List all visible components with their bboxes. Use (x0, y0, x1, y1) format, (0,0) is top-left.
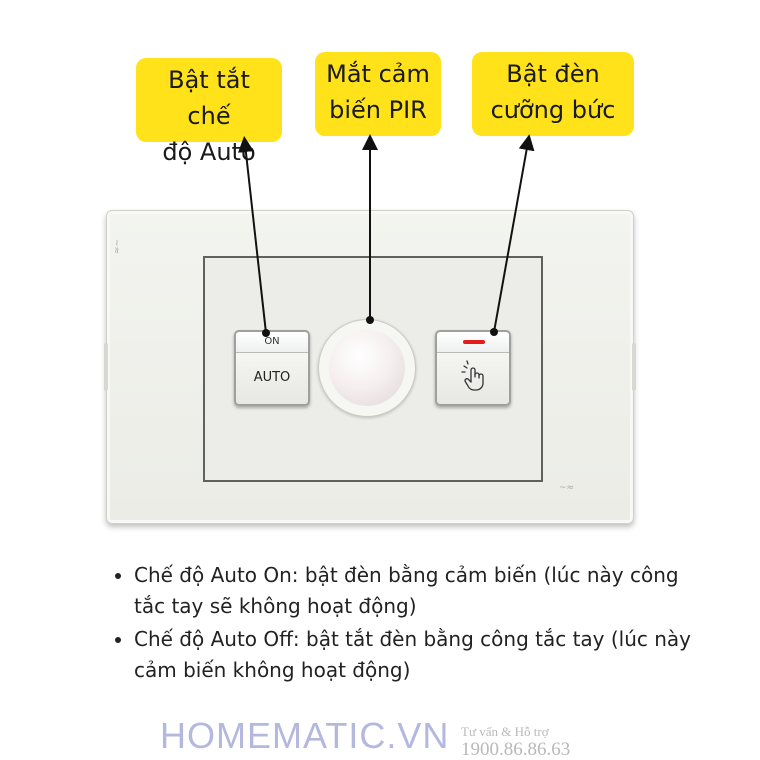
auto-mode-button[interactable]: ON AUTO (234, 330, 310, 406)
hotline-number: 1900.86.86.63 (461, 739, 571, 760)
mode-notes: Chế độ Auto On: bật đèn bằng cảm biến (l… (110, 560, 694, 688)
callout-pir-sensor: Mắt cảm biến PIR (315, 52, 441, 136)
hand-touch-icon (461, 360, 484, 391)
brand-mark-icon: ~≈ (111, 239, 121, 255)
plate-clip-right (632, 343, 636, 391)
red-led-indicator (463, 340, 485, 344)
plate-clip-left (104, 343, 108, 391)
callout-forced-on: Bật đèn cưỡng bức (472, 52, 634, 136)
pir-dome (329, 330, 405, 406)
on-indicator-strip: ON (236, 332, 308, 353)
note-auto-off: Chế độ Auto Off: bật tắt đèn bằng công t… (134, 624, 694, 686)
pir-sensor (318, 319, 416, 417)
callout-auto-mode: Bật tắt chế độ Auto (136, 58, 282, 166)
switch-plate: ~≈ ~≈ ON AUTO (104, 210, 636, 524)
support-tagline: Tư vấn & Hỗ trợ (461, 724, 549, 739)
contact-info: Tư vấn & Hỗ trợ 1900.86.86.63 (461, 724, 570, 760)
inner-frame: ON AUTO (203, 256, 543, 482)
on-label: ON (264, 336, 280, 347)
brand-mark-icon: ~≈ (559, 483, 575, 493)
note-auto-on: Chế độ Auto On: bật đèn bằng cảm biến (l… (134, 560, 694, 622)
led-strip (437, 332, 509, 353)
forced-on-button[interactable] (435, 330, 511, 406)
auto-label: AUTO (253, 370, 291, 385)
brand-logo: HOMEMATIC.VN (160, 715, 450, 756)
